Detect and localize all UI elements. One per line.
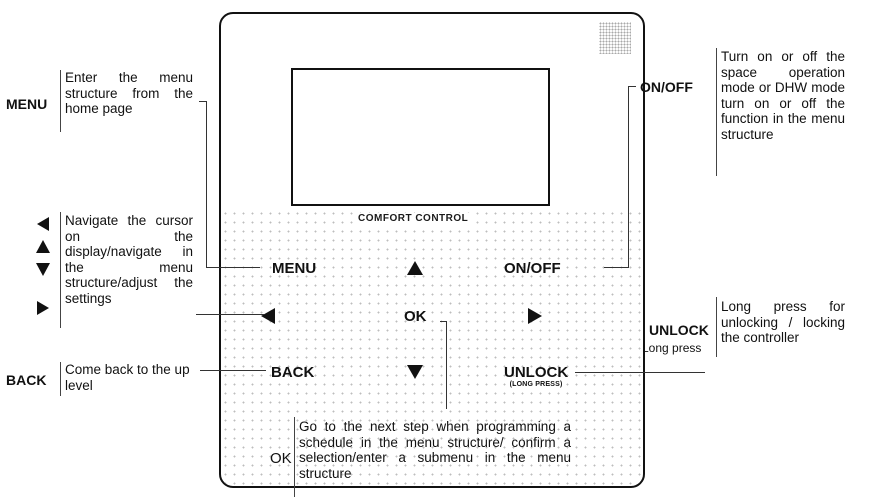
on-off-leader-line (628, 86, 629, 267)
ok-annotation-bar (294, 417, 295, 497)
unlock-leader-line (575, 372, 705, 373)
on-off-annotation-text: Turn on or off the space operation mode … (721, 49, 845, 142)
back-button[interactable]: BACK (271, 364, 315, 381)
menu-annotation-text: Enter the menu structure from the home p… (65, 70, 193, 116)
ok-leader-line (446, 321, 447, 409)
unlock-long-press-label: Long press (642, 341, 702, 355)
display-screen (291, 68, 550, 206)
unlock-button-sublabel: (LONG PRESS) (509, 381, 563, 388)
menu-leader-line (206, 101, 207, 268)
down-arrow-icon[interactable] (406, 363, 424, 381)
speaker-grille (599, 22, 631, 54)
menu-button[interactable]: MENU (272, 260, 317, 277)
unlock-button-label: UNLOCK (504, 364, 569, 381)
unlock-annotation-text: Long press for unlocking / locking the c… (721, 299, 845, 345)
on-off-annotation-bar (716, 48, 717, 176)
menu-leader-line (199, 101, 206, 102)
menu-annotation-bar (60, 70, 61, 132)
arrows-annotation-bar (60, 212, 61, 328)
left-arrow-icon (37, 217, 49, 231)
on-off-leader-line (628, 86, 636, 87)
brand-label: COMFORT CONTROL (355, 213, 472, 224)
up-arrow-icon (36, 240, 50, 253)
up-arrow-icon[interactable] (406, 259, 424, 277)
on-off-key-label: ON/OFF (640, 79, 693, 95)
ok-button[interactable]: OK (404, 308, 427, 325)
ok-leader-line (440, 321, 446, 322)
button-area (221, 209, 643, 486)
back-key-label: BACK (6, 372, 47, 388)
back-annotation-text: Come back to the up level (65, 362, 190, 393)
right-arrow-icon[interactable] (526, 307, 544, 325)
arrows-leader-line (196, 314, 264, 315)
right-arrow-icon (37, 301, 49, 315)
menu-key-label: MENU (6, 96, 48, 112)
arrows-annotation-text: Navigate the cursor on the display/navig… (65, 213, 193, 306)
left-arrow-icon[interactable] (259, 307, 277, 325)
controller-panel: COMFORT CONTROL MENU ON/OFF OK BACK UNLO… (219, 12, 645, 488)
unlock-annotation-bar (716, 297, 717, 357)
back-annotation-bar (60, 362, 61, 396)
on-off-leader-line (604, 267, 629, 268)
unlock-key-label: UNLOCK (649, 322, 709, 338)
back-leader-line (200, 370, 266, 371)
ok-annotation-text: Go to the next step when programming a s… (299, 419, 571, 481)
on-off-button[interactable]: ON/OFF (504, 260, 561, 277)
down-arrow-icon (36, 263, 50, 276)
menu-leader-line (206, 267, 260, 268)
unlock-button[interactable]: UNLOCK (LONG PRESS) (504, 364, 568, 388)
ok-key-label: OK (270, 450, 292, 467)
